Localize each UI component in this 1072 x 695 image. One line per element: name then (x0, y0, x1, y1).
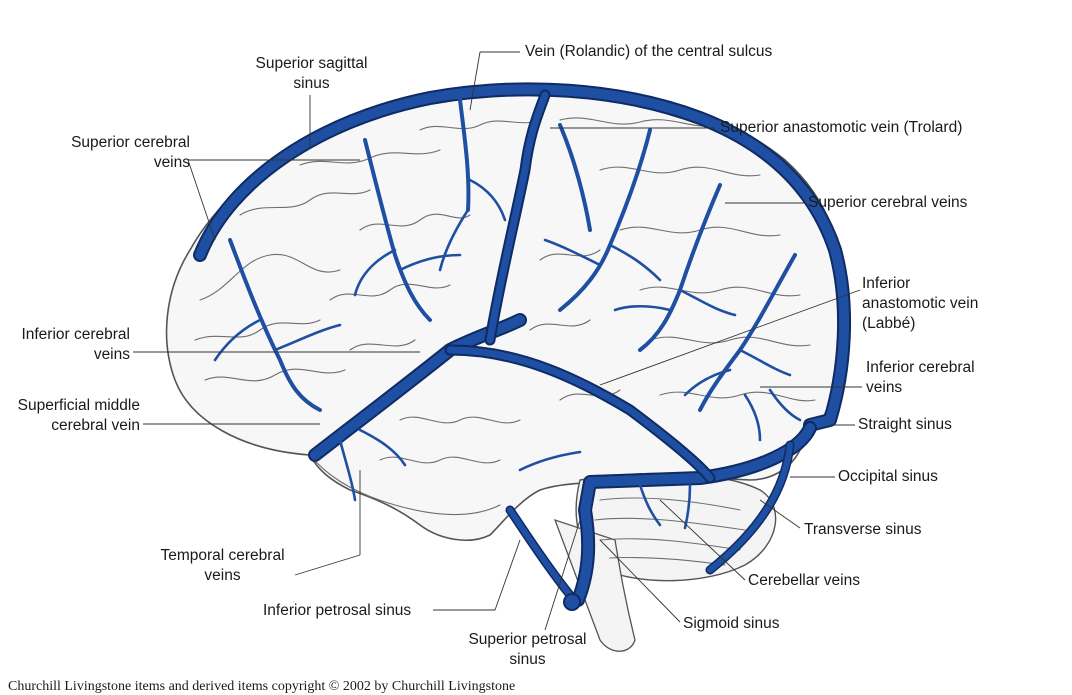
label-superior-cerebral-veins-left: Superior cerebral veins (71, 134, 190, 171)
leader-lines (133, 51, 862, 631)
label-inferior-cerebral-veins-left: Inferior cerebral veins (21, 326, 130, 363)
label-cerebellar-veins: Cerebellar veins (748, 572, 860, 589)
gyri-pattern (194, 117, 816, 566)
label-superior-anastomotic-vein: Superior anastomotic vein (Trolard) (720, 119, 963, 136)
label-superior-sagittal-sinus: Superior sagittal sinus (255, 55, 368, 92)
label-superficial-middle-cerebral-vein: Superficial middle cerebral vein (17, 397, 140, 434)
label-sigmoid-sinus: Sigmoid sinus (683, 615, 780, 632)
venous-system (193, 82, 852, 611)
label-inferior-cerebral-veins-right: Inferior cerebral veins (866, 359, 975, 396)
label-temporal-cerebral-veins: Temporal cerebral veins (160, 547, 285, 584)
label-occipital-sinus: Occipital sinus (838, 468, 938, 485)
label-inferior-anastomotic-vein: Inferior anastomotic vein (Labbé) (862, 275, 979, 332)
label-straight-sinus: Straight sinus (858, 416, 952, 433)
label-vein-rolandic: Vein (Rolandic) of the central sulcus (525, 43, 773, 60)
label-transverse-sinus: Transverse sinus (804, 521, 922, 538)
small-tributaries (213, 178, 802, 530)
label-superior-cerebral-veins-right: Superior cerebral veins (808, 194, 968, 211)
label-inferior-petrosal-sinus: Inferior petrosal sinus (263, 602, 412, 619)
label-superior-petrosal-sinus: Superior petrosal sinus (468, 631, 587, 668)
copyright-notice: Churchill Livingstone items and derived … (8, 679, 516, 694)
